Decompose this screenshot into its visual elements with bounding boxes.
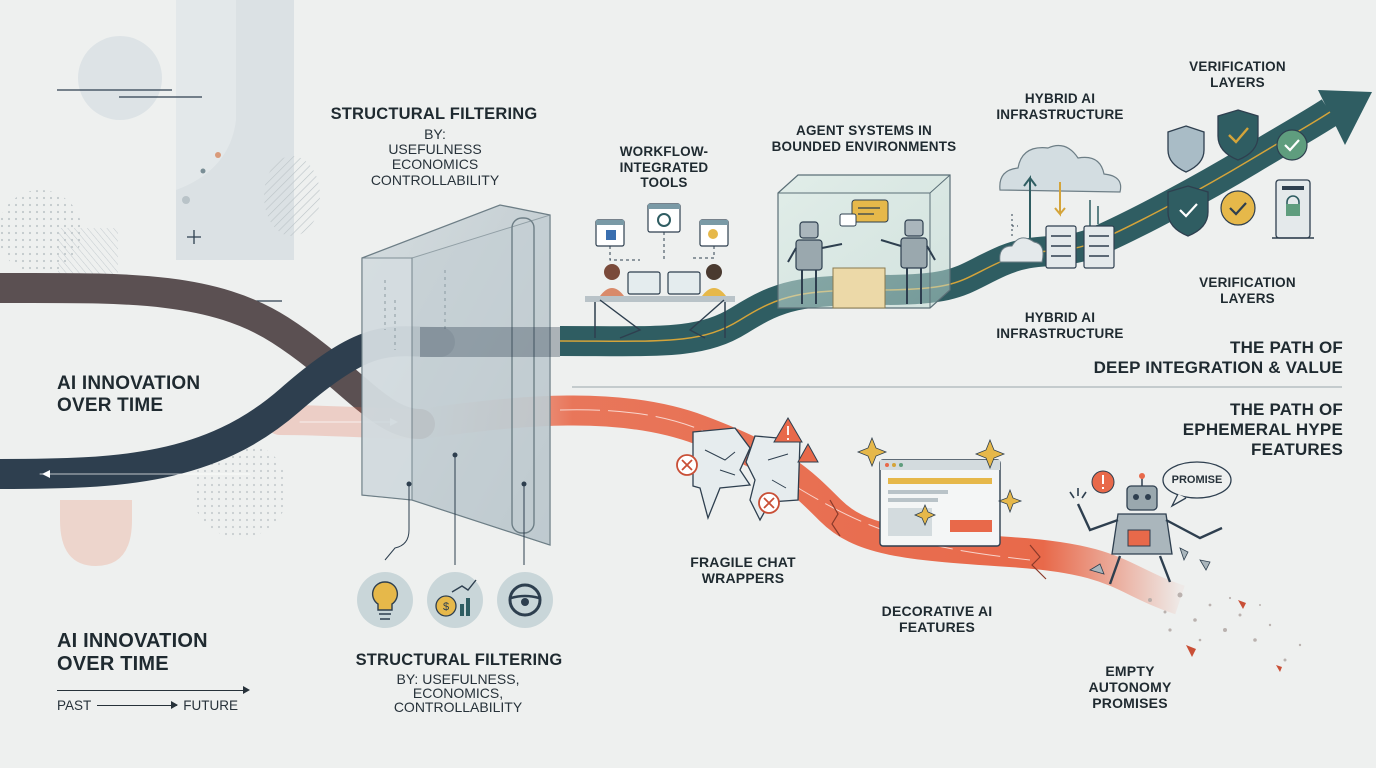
timeline-top-arrowhead xyxy=(243,686,250,694)
coin-growth-icon: $ xyxy=(427,572,483,628)
filter-criteria-bottom-2: ECONOMICS, xyxy=(412,685,504,701)
svg-text:$: $ xyxy=(443,601,449,613)
timeline-top-arrow xyxy=(57,690,247,691)
filter-criteria-bottom-3: CONTROLLABILITY xyxy=(393,699,523,715)
deep-path-title-1: THE PATH OF xyxy=(1229,338,1343,357)
stage-verification-label: VERIFICATION LAYERS xyxy=(1189,59,1286,90)
timeline-future-label: FUTURE xyxy=(183,698,239,713)
title-ai-innovation-bottom: AI INNOVATION OVER TIME xyxy=(57,630,208,675)
filter-criterion-controllability: CONTROLLABILITY xyxy=(370,172,500,188)
lower-verification-label: VERIFICATION LAYERS xyxy=(1199,275,1296,306)
timeline-past-future: PAST FUTURE xyxy=(57,698,238,713)
stage-workflow-tools-label: WORKFLOW-INTEGRATED TOOLS xyxy=(619,144,709,191)
team-workstation-icon xyxy=(585,203,735,339)
stage-decorative-ai-label: DECORATIVE AI FEATURES xyxy=(881,603,993,636)
deep-integration-path xyxy=(559,90,1372,357)
deep-path-title-2: DEEP INTEGRATION & VALUE xyxy=(1093,358,1343,377)
crumbling-robot-icon xyxy=(1069,461,1232,585)
steering-wheel-icon xyxy=(497,572,553,628)
filter-title-top: STRUCTURAL FILTERING xyxy=(330,105,538,123)
structural-filter-panel xyxy=(361,204,551,565)
filter-criterion-economics: ECONOMICS xyxy=(391,156,479,172)
filter-criterion-usefulness: USEFULNESS xyxy=(388,141,482,157)
cloud-server-icon xyxy=(999,145,1122,269)
background-decoration xyxy=(0,0,320,566)
stage-fragile-chat-label: FRAGILE CHAT WRAPPERS xyxy=(690,554,796,587)
hype-path-title-2: EPHEMERAL HYPE xyxy=(1182,420,1343,439)
filter-by-top: BY: xyxy=(424,126,446,142)
stage-empty-autonomy-label: EMPTY AUTONOMY PROMISES xyxy=(1088,663,1172,712)
timeline-past-label: PAST xyxy=(57,698,92,713)
lightbulb-icon xyxy=(357,572,413,628)
hype-path-title-3: FEATURES xyxy=(1251,440,1343,459)
lower-hybrid-infra-label: HYBRID AI INFRASTRUCTURE xyxy=(996,310,1124,341)
stage-agent-systems-label: AGENT SYSTEMS IN BOUNDED ENVIRONMENTS xyxy=(771,123,957,154)
shield-check-icon xyxy=(1167,109,1314,239)
robots-in-box-icon xyxy=(777,174,951,309)
stage-hybrid-infra-label: HYBRID AI INFRASTRUCTURE xyxy=(996,91,1124,122)
broken-chat-icon xyxy=(676,417,819,522)
filter-title-bottom: STRUCTURAL FILTERING xyxy=(355,651,563,669)
filter-criteria-bottom-1: BY: USEFULNESS, xyxy=(396,671,520,687)
timeline-arrow xyxy=(97,701,179,709)
promise-bubble-text: PROMISE xyxy=(1171,474,1223,486)
hype-path-title-1: THE PATH OF xyxy=(1229,400,1343,419)
title-ai-innovation-top: AI INNOVATION OVER TIME xyxy=(57,373,201,416)
sparkle-window-icon xyxy=(856,436,1023,547)
